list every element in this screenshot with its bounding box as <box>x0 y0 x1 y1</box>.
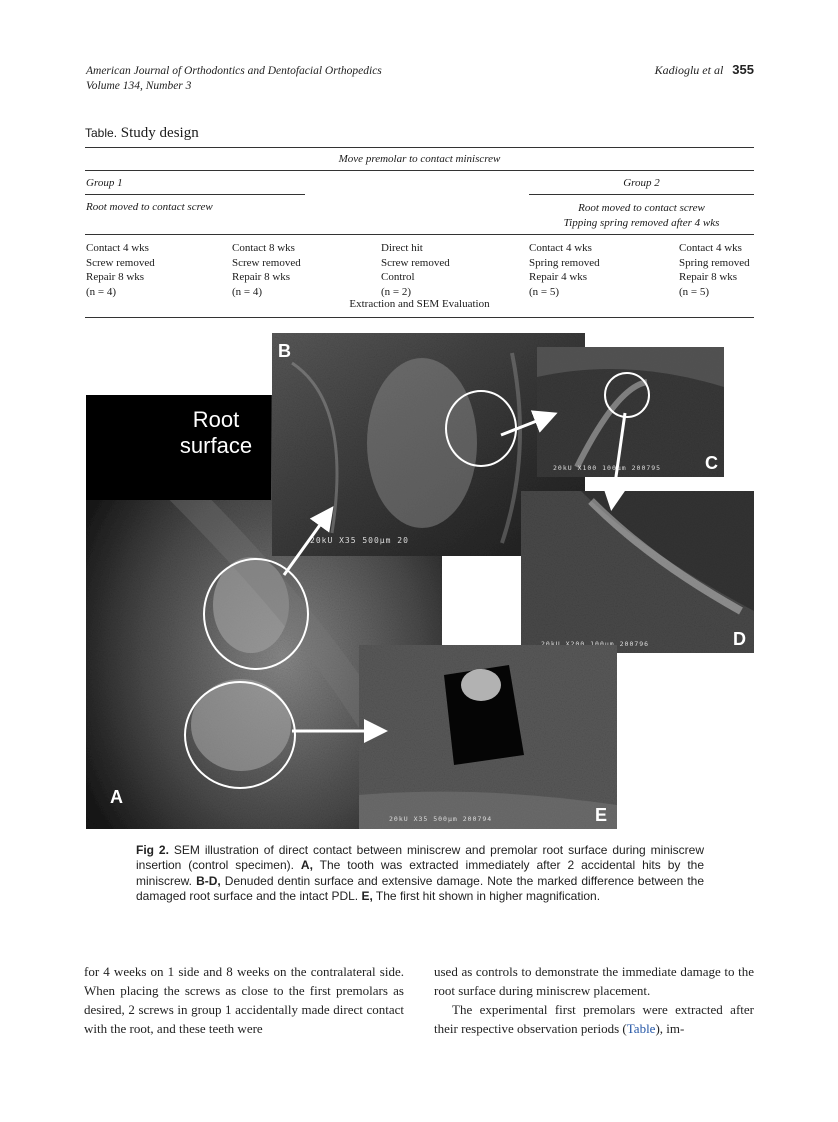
table-cell: Contact 4 wks <box>679 242 742 254</box>
body-text: ), im- <box>655 1021 685 1036</box>
table-cell: (n = 4) <box>86 285 117 298</box>
root-surface-label-box <box>86 395 271 500</box>
table-cell: Spring removed <box>529 256 600 269</box>
table-cell: (n = 5) <box>529 285 560 298</box>
running-header-page: Kadioglu et al 355 <box>655 62 754 78</box>
table-cell: Spring removed <box>679 256 750 269</box>
panel-e-scale-info: 20kU X35 500µm 200794 <box>389 815 493 823</box>
table-column-5: Contact 4 wks Spring removed Repair 8 wk… <box>679 241 750 299</box>
panel-b-scale-info: 20kU X35 500µm 20 <box>310 536 409 545</box>
caption-bd-text: Denuded dentin surface and extensive dam… <box>136 873 704 903</box>
panel-d-scale-info: 20kU X200 100µm 200796 <box>541 640 650 648</box>
table-column-4: Contact 4 wks Spring removed Repair 4 wk… <box>529 241 600 299</box>
group2-heading: Group 2 <box>623 177 660 189</box>
table-cell: Repair 8 wks <box>86 271 145 283</box>
panel-c: C 20kU X100 100µm 200795 <box>537 347 724 477</box>
panel-a-label: A <box>110 787 123 807</box>
table-cell: Contact 4 wks <box>86 242 149 254</box>
caption-fig-label: Fig 2. <box>136 843 169 857</box>
figure-caption: Fig 2. SEM illustration of direct contac… <box>136 843 704 904</box>
table-cell: Screw removed <box>86 256 155 269</box>
group2-rule <box>529 194 754 195</box>
table-rule-3 <box>85 234 754 235</box>
body-text: The experimental first premolars were ex… <box>434 1002 754 1036</box>
table-cell: Direct hit <box>381 242 423 254</box>
table-cell: (n = 4) <box>232 285 263 298</box>
panel-e-image <box>359 645 617 829</box>
panel-e-label: E <box>595 805 608 825</box>
group2-subheading-line1: Root moved to contact screw <box>578 202 705 214</box>
panel-d-label: D <box>733 629 746 649</box>
table-cell: Screw removed <box>381 256 450 269</box>
author-line: Kadioglu et al <box>654 63 724 77</box>
group2-subheading-line2: Tipping spring removed after 4 wks <box>563 217 720 229</box>
journal-volume: Volume 134, Number 3 <box>86 80 192 92</box>
table-reference-link[interactable]: Table <box>626 1021 656 1036</box>
table-cell: (n = 2) <box>381 285 412 298</box>
sem-figure: Root surface A B 20kU X35 500µm 20 <box>86 333 754 829</box>
caption-intro: SEM illustration of direct contact betwe… <box>136 843 705 873</box>
body-paragraph: for 4 weeks on 1 side and 8 weeks on the… <box>84 964 404 1036</box>
caption-e-text: The first hit shown in higher magnificat… <box>372 888 601 903</box>
table-top-rule <box>85 147 754 148</box>
highlight-circle-upper <box>203 558 309 670</box>
table-top-heading: Move premolar to contact miniscrew <box>338 153 501 165</box>
root-surface-label: Root surface <box>166 407 266 459</box>
table-title-text: Study design <box>120 125 199 141</box>
table-cell: Control <box>381 271 415 283</box>
panel-c-scale-info: 20kU X100 100µm 200795 <box>553 464 662 472</box>
body-paragraph: used as controls to demonstrate the imme… <box>434 964 754 998</box>
table-cell: Repair 8 wks <box>232 271 291 283</box>
panel-e: E 20kU X35 500µm 200794 <box>359 645 617 829</box>
page-number: 355 <box>732 62 754 77</box>
table-column-3: Direct hit Screw removed Control (n = 2) <box>381 241 450 299</box>
table-footer-row: Extraction and SEM Evaluation <box>349 298 490 310</box>
table-cell: Repair 4 wks <box>529 271 588 283</box>
highlight-circle-lower <box>184 681 296 789</box>
running-header-journal: American Journal of Orthodontics and Den… <box>86 64 382 94</box>
panel-c-label: C <box>705 453 718 473</box>
body-paragraph: The experimental first premolars were ex… <box>434 1000 754 1038</box>
table-rule-2 <box>85 170 754 171</box>
caption-e-label: E, <box>361 888 373 903</box>
journal-name: American Journal of Orthodontics and Den… <box>86 65 382 77</box>
root-label-line2: surface <box>179 433 253 458</box>
table-cell: Repair 8 wks <box>679 271 738 283</box>
group1-heading: Group 1 <box>86 177 123 189</box>
table-cell: Contact 4 wks <box>529 242 592 254</box>
panel-b-label: B <box>278 341 291 361</box>
caption-a-label: A, <box>300 858 313 873</box>
panel-b-highlight-circle <box>445 390 517 467</box>
panel-c-highlight-circle <box>604 372 650 418</box>
panel-d: D 20kU X200 100µm 200796 <box>521 491 754 653</box>
table-bottom-rule <box>85 317 754 318</box>
group1-rule <box>85 194 305 195</box>
group1-subheading: Root moved to contact screw <box>86 201 213 213</box>
body-column-right: used as controls to demonstrate the imme… <box>434 962 754 1038</box>
table-label: Table. <box>85 126 118 140</box>
body-column-left: for 4 weeks on 1 side and 8 weeks on the… <box>84 962 404 1038</box>
table-title: Table. Study design <box>85 125 199 142</box>
table-column-1: Contact 4 wks Screw removed Repair 8 wks… <box>86 241 155 299</box>
panel-d-image <box>521 491 754 653</box>
caption-bd-label: B-D, <box>196 873 221 888</box>
table-column-2: Contact 8 wks Screw removed Repair 8 wks… <box>232 241 301 299</box>
root-label-line1: Root <box>192 407 240 432</box>
table-cell: (n = 5) <box>679 285 710 298</box>
caption-a-text: The tooth was extracted immediately afte… <box>136 858 705 888</box>
table-cell: Contact 8 wks <box>232 242 295 254</box>
table-cell: Screw removed <box>232 256 301 269</box>
group2-subheading: Root moved to contact screw Tipping spri… <box>529 201 754 231</box>
